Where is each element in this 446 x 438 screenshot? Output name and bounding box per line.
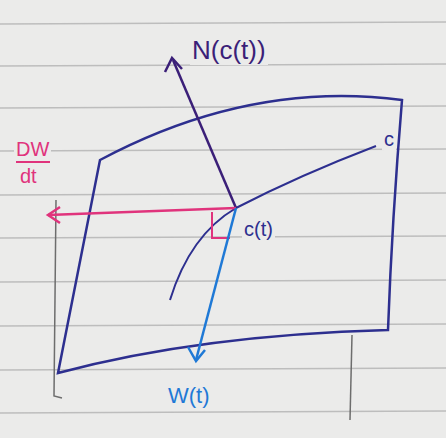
ruled-lines bbox=[0, 22, 446, 413]
fraction-bar bbox=[16, 161, 50, 163]
derivative-numerator: DW bbox=[14, 138, 51, 160]
curve-c bbox=[170, 146, 376, 300]
derivative-arrow bbox=[48, 207, 236, 238]
vector-label: W(t) bbox=[166, 384, 212, 408]
surface-patch bbox=[58, 96, 402, 373]
curve-label: c bbox=[382, 128, 396, 150]
derivative-denominator: dt bbox=[18, 165, 39, 187]
vector-arrow bbox=[188, 208, 236, 361]
point-label: c(t) bbox=[242, 218, 275, 240]
normal-label: N(c(t)) bbox=[190, 36, 268, 65]
normal-arrow bbox=[165, 58, 236, 208]
tangent-plane bbox=[54, 200, 352, 420]
